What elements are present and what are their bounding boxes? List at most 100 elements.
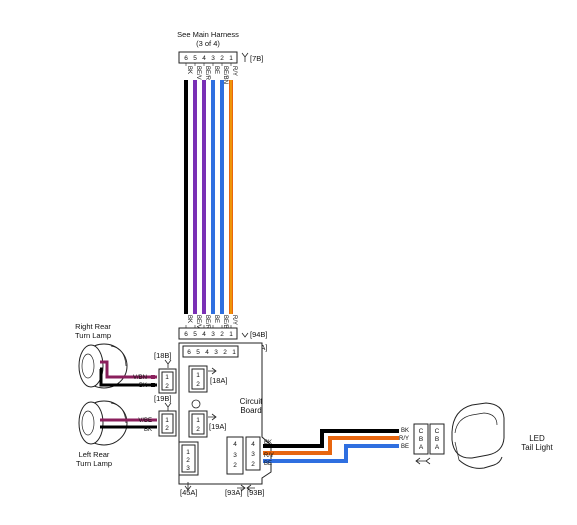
- tail-connector-wire-be: BE: [401, 444, 409, 450]
- connector-93-arrows: [237, 484, 255, 492]
- connector-94b-pin-3: 3: [211, 331, 215, 338]
- connector-93a: 4 3 2: [226, 436, 244, 475]
- left-lamp-wire-1-label: V/BE: [138, 418, 152, 424]
- circuit-board-label-2: Board: [240, 406, 261, 415]
- connector-7b-label: [7B]: [250, 54, 263, 63]
- main-wire-1-label-top: R/Y: [231, 66, 237, 76]
- right-lamp-label-2: Turn Lamp: [75, 331, 111, 340]
- right-lamp-wire-pin-1: [151, 375, 155, 379]
- connector-93b: 4 3 2: [245, 436, 261, 471]
- main-wire-2-label-bottom: BE/BN: [222, 315, 228, 333]
- tail-connector-right: C B A: [429, 423, 445, 455]
- connector-93b-label: [93B]: [247, 488, 265, 497]
- mounting-hole: [191, 399, 201, 409]
- connector-94a-body: [182, 345, 239, 358]
- connector-45a-label: [45A]: [180, 488, 198, 497]
- main-wire-6-label-bottom: BK: [186, 315, 192, 323]
- connector-94b-pin-2: 2: [220, 331, 224, 338]
- connector-94b-pin-1: 1: [229, 331, 233, 338]
- connector-93b-wire-be: BE: [264, 461, 272, 467]
- right-lamp-wire-black: [99, 367, 157, 387]
- main-wire-5-label-bottom: BE/V: [195, 315, 201, 329]
- tail-connector-left-pin-b: B: [419, 436, 423, 443]
- connector-7b-pin-2: 2: [220, 55, 224, 62]
- connector-18b-pin-2: 2: [165, 383, 169, 390]
- connector-93a-pin-3: 3: [233, 452, 237, 459]
- right-lamp-label-1: Right Rear: [75, 322, 111, 331]
- tail-connector-right-pin-a: A: [435, 444, 440, 451]
- connector-45a: 1 2 3 [45A]: [178, 441, 199, 497]
- connector-18a: 1 2 [18A]: [188, 365, 228, 393]
- connector-93b-pin-4: 4: [251, 441, 255, 448]
- connector-7b-pin-3: 3: [211, 55, 215, 62]
- tail-light-label-1: LED: [529, 434, 545, 443]
- tail-wire-blue: [263, 444, 399, 463]
- main-wire-4-label-bottom: BE/R: [204, 315, 210, 330]
- connector-7b-pin-1: 1: [229, 55, 233, 62]
- connector-18a-pin-1: 1: [196, 372, 200, 379]
- connector-19a-pin-2: 2: [196, 426, 200, 433]
- connector-93b-wire-bk: BK: [264, 440, 272, 446]
- tail-light-label-2: Tail Light: [521, 443, 553, 452]
- connector-93b-wire-ry: R/Y: [264, 453, 274, 459]
- left-rear-turn-lamp: Left Rear Turn Lamp: [76, 400, 128, 468]
- connector-45a-pin-1: 1: [186, 449, 190, 456]
- connector-93a-pin-2: 2: [233, 462, 237, 469]
- connector-45a-pin-3: 3: [186, 465, 190, 472]
- tail-connector-right-pin-b: B: [435, 436, 439, 443]
- left-lamp-wire-2-label: BK: [144, 427, 152, 433]
- led-tail-light: [451, 402, 505, 469]
- main-wire-2-label-top: BE/BN: [222, 66, 228, 84]
- tail-connector-left-pin-a: A: [419, 444, 424, 451]
- connector-94b-pin-6: 6: [184, 331, 188, 338]
- tail-wire-black: [263, 429, 399, 448]
- left-lamp-label-2: Turn Lamp: [76, 459, 112, 468]
- connector-94b-pin-4: 4: [202, 331, 206, 338]
- connector-19b-pin-1: 1: [165, 417, 169, 424]
- connector-18b-label: [18B]: [154, 351, 172, 360]
- circuit-board-label-1: Circuit: [240, 397, 263, 406]
- connector-18b-pin-1: 1: [165, 374, 169, 381]
- connector-94b-pin-5: 5: [193, 331, 197, 338]
- main-wire-3-label-bottom: BE: [213, 315, 219, 323]
- tail-connector-left: C B A: [413, 423, 429, 455]
- connector-94a-pin-2: 2: [223, 349, 227, 356]
- connector-7b-pin-5: 5: [193, 55, 197, 62]
- connector-93b-pin-2: 2: [251, 461, 255, 468]
- right-lamp-wire-1-label: V/BN: [133, 375, 147, 381]
- connector-45a-pin-2: 2: [186, 457, 190, 464]
- connector-94a-pin-6: 6: [187, 349, 191, 356]
- connector-94a-pin-4: 4: [205, 349, 209, 356]
- tail-connector-wire-ry: R/Y: [399, 436, 409, 442]
- connector-18a-label: [18A]: [210, 376, 228, 385]
- main-harness-wires: [184, 63, 233, 328]
- main-wire-3-label-top: BE: [213, 66, 219, 74]
- connector-94a-pin-5: 5: [196, 349, 200, 356]
- tail-wire-orange: [263, 436, 399, 455]
- connector-19a: 1 2 [19A]: [188, 410, 227, 438]
- tail-connector-right-pin-c: C: [435, 428, 440, 435]
- connector-18a-pin-2: 2: [196, 381, 200, 388]
- connector-93a-pin-4: 4: [233, 441, 237, 448]
- connector-7b-pin-6: 6: [184, 55, 188, 62]
- title-line-1: See Main Harness: [177, 30, 239, 39]
- main-wire-6-label-top: BK: [186, 66, 192, 74]
- connector-94a-pin-1: 1: [232, 349, 236, 356]
- connector-18b: [18B] 1 2: [154, 351, 177, 394]
- right-lamp-wire-pin-2: [151, 383, 155, 387]
- main-wire-1-label-bottom: R/Y: [231, 315, 237, 325]
- main-wire-4-label-top: BE/R: [204, 66, 210, 81]
- tail-connector-left-pin-c: C: [419, 428, 424, 435]
- right-lamp-wire-violet: [100, 360, 157, 379]
- left-lamp-label-1: Left Rear: [79, 450, 110, 459]
- connector-19b-pin-2: 2: [165, 425, 169, 432]
- right-lamp-wire-2-label: BK: [139, 383, 147, 389]
- connector-93b-pin-3: 3: [251, 451, 255, 458]
- tail-connector-wire-bk: BK: [401, 428, 409, 434]
- connector-94a-pin-3: 3: [214, 349, 218, 356]
